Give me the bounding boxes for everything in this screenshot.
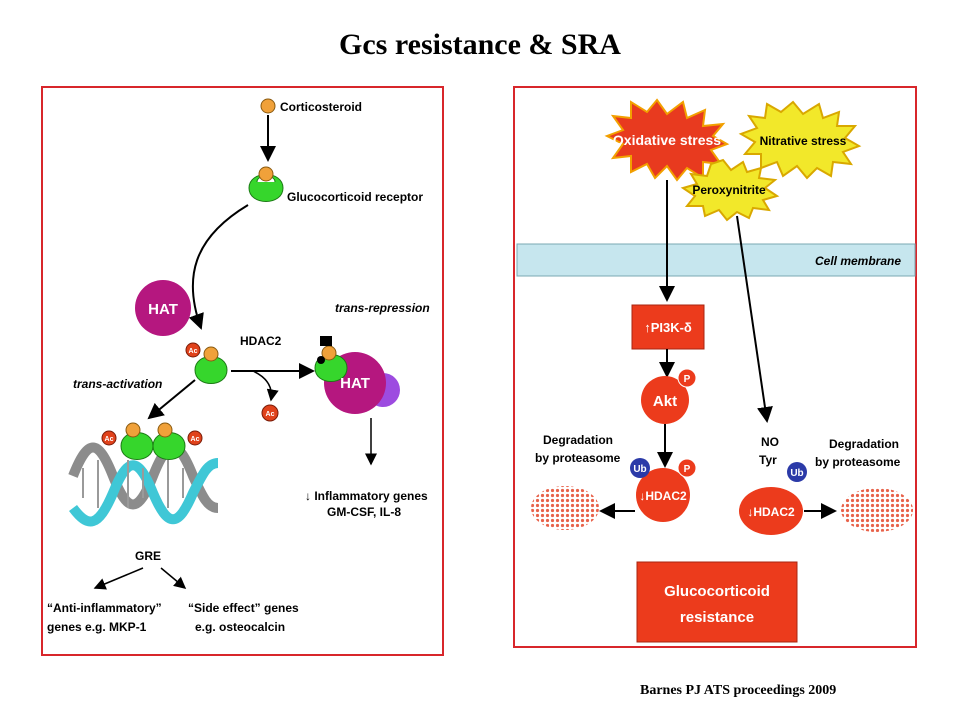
inflammatory-genes-line1: ↓ Inflammatory genes xyxy=(305,489,428,503)
dna-helix xyxy=(68,442,219,527)
glucocorticoid-receptor xyxy=(248,166,284,202)
trans-activation-label: trans-activation xyxy=(73,377,162,391)
nitrative-stress-label: Nitrative stress xyxy=(760,134,847,148)
corticosteroid-molecule xyxy=(260,98,276,114)
phospho-akt xyxy=(677,368,697,388)
tyr-label: Tyr xyxy=(759,453,777,467)
left-diagram: Corticosteroid Glucocorticoid receptor H… xyxy=(47,98,430,634)
ub-left-label: Ub xyxy=(633,464,646,475)
citation: Barnes PJ ATS proceedings 2009 xyxy=(640,683,837,698)
pi3k-delta-box xyxy=(631,304,705,350)
acetyl-label-dimer-right: Ac xyxy=(191,436,200,443)
released-acetyl-group xyxy=(261,404,279,422)
hdac2-left-label: ↓HDAC2 xyxy=(639,489,687,503)
no-label: NO xyxy=(761,435,779,449)
right-diagram: Cell membrane Oxidative stress Nitrative… xyxy=(516,98,916,643)
nitrative-stress-burst xyxy=(738,100,862,180)
glucocorticoid-receptor-label: Glucocorticoid receptor xyxy=(287,190,423,204)
hdac2-left-node xyxy=(636,468,690,522)
hdac2-label: HDAC2 xyxy=(240,334,282,348)
repression-complex xyxy=(314,336,400,414)
acetyl-label-released: Ac xyxy=(266,411,275,418)
gc-resistance-line1: Glucocorticoid xyxy=(664,583,770,600)
proteasome-left xyxy=(531,486,599,530)
oxidative-stress-burst xyxy=(604,98,730,182)
anti-inflammatory-line2: genes e.g. MKP-1 xyxy=(47,620,147,634)
trans-repression-label: trans-repression xyxy=(335,301,430,315)
akt-label: Akt xyxy=(653,393,677,410)
mechanism-panel-right: Cell membrane Oxidative stress Nitrative… xyxy=(513,86,917,648)
degradation-left-line2: by proteasome xyxy=(535,451,621,465)
hdac2-right-label: ↓HDAC2 xyxy=(747,505,795,519)
inflammatory-genes-line2: GM-CSF, IL-8 xyxy=(327,505,401,519)
pi3k-label: ↑PI3K-δ xyxy=(644,320,692,335)
hat-right-label: HAT xyxy=(340,375,370,392)
degradation-left-line1: Degradation xyxy=(543,433,613,447)
ub-right-label: Ub xyxy=(790,468,803,479)
anti-inflammatory-line1: “Anti-inflammatory” xyxy=(47,601,162,615)
hdac2-right-node xyxy=(739,487,803,535)
oxidative-stress-label: Oxidative stress xyxy=(613,132,721,148)
proteasome-right xyxy=(841,488,913,532)
corticosteroid-label: Corticosteroid xyxy=(280,100,362,114)
gc-resistance-line2: resistance xyxy=(680,609,754,626)
peroxynitrite-burst xyxy=(680,158,780,222)
degradation-right-line2: by proteasome xyxy=(815,455,901,469)
degradation-right-line1: Degradation xyxy=(829,437,899,451)
p-label-akt: P xyxy=(684,374,691,385)
hat-enzyme-top xyxy=(135,280,191,336)
nfkb-label: NF-κB xyxy=(399,371,423,380)
mechanism-panel-left: Corticosteroid Glucocorticoid receptor H… xyxy=(41,86,444,656)
p-label-hdac2: P xyxy=(684,464,691,475)
ub-left xyxy=(630,458,650,478)
cell-membrane-label: Cell membrane xyxy=(815,254,901,268)
slide-title: Gcs resistance & SRA xyxy=(339,28,621,61)
side-effect-line1: “Side effect” genes xyxy=(188,601,299,615)
side-effect-line2: e.g. osteocalcin xyxy=(195,620,285,634)
gre-label: GRE xyxy=(135,549,161,563)
glucocorticoid-resistance-box xyxy=(636,561,798,643)
acetyl-label-dimer-left: Ac xyxy=(105,436,114,443)
ub-right xyxy=(787,462,807,482)
cell-membrane xyxy=(516,243,916,277)
peroxynitrite-label: Peroxynitrite xyxy=(692,183,766,197)
acetylated-glucocorticoid-receptor xyxy=(185,342,228,384)
receptor-dimer xyxy=(101,422,203,460)
acetyl-label-center: Ac xyxy=(189,348,198,355)
hat-top-label: HAT xyxy=(148,301,178,318)
akt-node xyxy=(641,376,689,424)
phospho-hdac2 xyxy=(677,458,697,478)
